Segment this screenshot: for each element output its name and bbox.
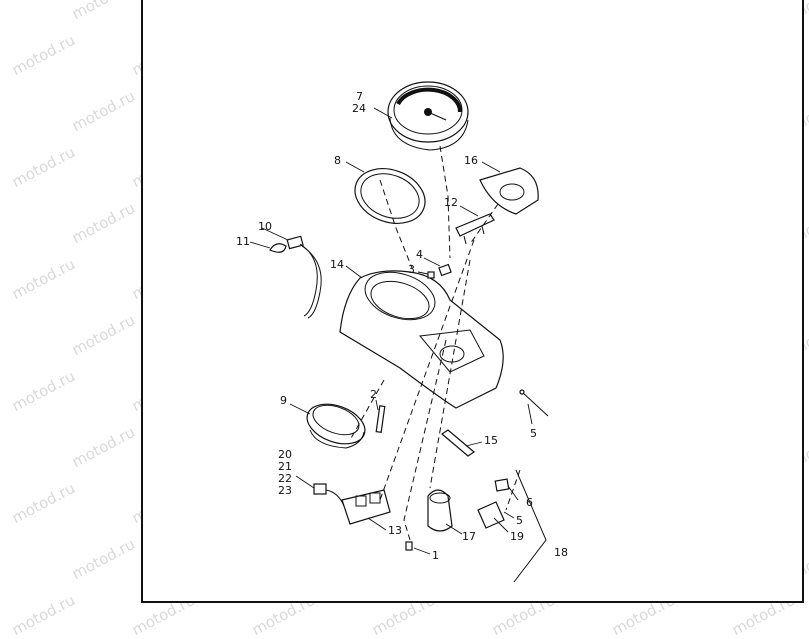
exploded-parts-diagram: 7 24 8 16 12 10 11 4 3 14 2 9 5 15 20 21… [236,81,568,583]
label-13: 13 [388,524,402,537]
part-switch-small [477,478,510,529]
part-indicator-lamp [269,235,322,319]
label-21: 21 [278,460,292,473]
part-small-fasteners [427,263,452,279]
part-pad [479,167,539,215]
label-19: 19 [510,530,524,543]
label-11: 11 [236,235,250,248]
label-10: 10 [258,220,272,233]
part-speedometer [387,81,469,151]
label-17: 17 [462,530,476,543]
label-22: 22 [278,472,292,485]
diagram-frame [141,0,804,603]
part-gauge-ring [354,168,426,224]
label-4: 4 [416,248,423,261]
label-23: 23 [278,484,292,497]
label-16: 16 [464,154,478,167]
part-switch-module [341,489,391,525]
label-3: 3 [408,263,415,276]
label-20: 20 [278,448,292,461]
part-strip [441,429,475,457]
label-18: 18 [554,546,568,559]
assembly-lines [349,145,521,541]
label-5-switch: 5 [516,514,523,527]
part-gauge-housing [306,403,366,449]
label-5-pin: 5 [530,427,537,440]
part-stud [375,405,386,433]
label-9: 9 [280,394,287,407]
label-2: 2 [370,388,377,401]
label-12: 12 [444,196,458,209]
label-7: 7 [356,90,363,103]
label-1: 1 [432,549,439,562]
label-14: 14 [330,258,344,271]
group-bracket [513,469,547,583]
callout-labels: 7 24 8 16 12 10 11 4 3 14 2 9 5 15 20 21… [236,90,568,562]
label-8: 8 [334,154,341,167]
label-15: 15 [484,434,498,447]
part-switch-bracket [455,213,495,245]
part-connector [313,483,345,507]
part-screw [405,541,413,551]
part-console [339,270,504,409]
label-6: 6 [526,496,533,509]
leader-lines [249,107,533,555]
part-pin [519,389,549,417]
part-bulb-socket [427,489,453,532]
label-24: 24 [352,102,366,115]
